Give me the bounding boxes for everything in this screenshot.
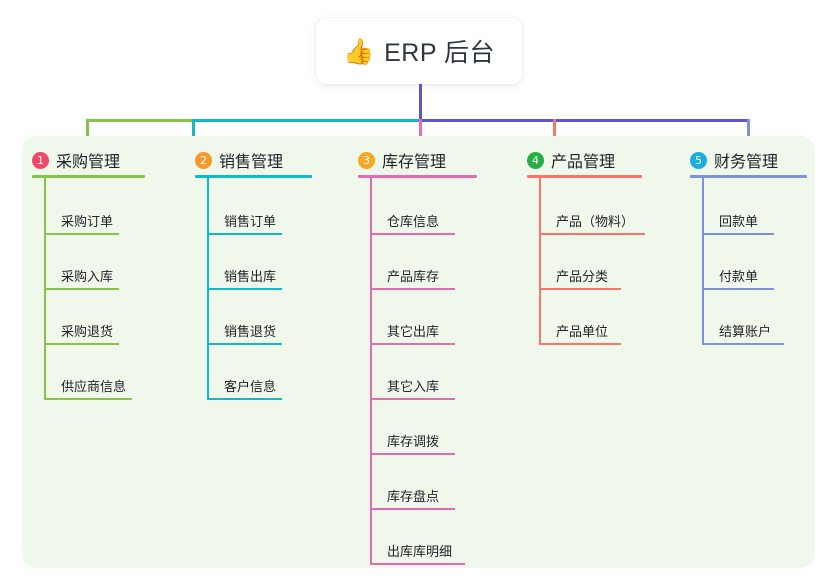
branch-number-badge: 3 xyxy=(358,151,375,169)
stub-finance xyxy=(747,119,750,147)
branch-spine xyxy=(370,178,372,565)
branch-item-label: 采购退货 xyxy=(61,324,114,339)
branch-item-label: 库存调拨 xyxy=(387,434,440,449)
branch-title: 产品管理 xyxy=(551,154,616,171)
branch-title: 财务管理 xyxy=(714,154,779,171)
branch-header-5[interactable]: 5 财务管理 xyxy=(690,148,778,172)
branch-item-label: 回款单 xyxy=(719,214,759,229)
branch-item[interactable]: 仓库信息 xyxy=(370,205,455,235)
branch-item-rule xyxy=(370,508,455,510)
branch-title: 库存管理 xyxy=(382,154,447,171)
branch-item-rule xyxy=(44,233,119,235)
branch-header-rule xyxy=(690,175,807,178)
branch-item-label: 产品单位 xyxy=(556,324,609,339)
bus-teal xyxy=(192,119,419,122)
branch-item-rule xyxy=(539,288,621,290)
branch-header-rule xyxy=(358,175,477,178)
branch-item[interactable]: 销售出库 xyxy=(207,260,282,290)
branch-item[interactable]: 结算账户 xyxy=(702,315,784,345)
branch-item-label: 客户信息 xyxy=(224,379,277,394)
branch-item-rule xyxy=(207,398,282,400)
branch-item[interactable]: 采购退货 xyxy=(44,315,119,345)
branch-item-rule xyxy=(370,398,455,400)
branch-header-rule xyxy=(527,175,642,178)
branch-item[interactable]: 采购入库 xyxy=(44,260,119,290)
branch-item[interactable]: 付款单 xyxy=(702,260,774,290)
branch-item-label: 结算账户 xyxy=(719,324,772,339)
branch-title: 销售管理 xyxy=(219,154,284,171)
stub-root xyxy=(419,84,422,119)
branch-item-rule xyxy=(702,343,784,345)
branch-item-label: 产品（物料） xyxy=(556,214,635,229)
stub-sales xyxy=(192,119,195,147)
branch-item[interactable]: 库存盘点 xyxy=(370,480,455,510)
branch-item-rule xyxy=(207,288,282,290)
branch-item-rule xyxy=(370,453,455,455)
branch-item-label: 付款单 xyxy=(719,269,759,284)
branch-item[interactable]: 回款单 xyxy=(702,205,774,235)
stub-product xyxy=(553,119,556,147)
branch-spine xyxy=(539,178,541,345)
branches-panel: 1 采购管理采购订单采购入库采购退货供应商信息 2 销售管理销售订单销售出库销售退货客… xyxy=(22,136,815,568)
branch-item-label: 产品库存 xyxy=(387,269,440,284)
branch-item-rule xyxy=(370,563,465,565)
branch-header-3[interactable]: 3 库存管理 xyxy=(358,148,446,172)
branch-item-label: 采购订单 xyxy=(61,214,114,229)
branch-item-label: 其它出库 xyxy=(387,324,440,339)
branch-number-badge: 4 xyxy=(527,151,544,169)
branch-item-label: 其它入库 xyxy=(387,379,440,394)
branch-item[interactable]: 销售退货 xyxy=(207,315,282,345)
branch-item[interactable]: 产品分类 xyxy=(539,260,621,290)
branch-item-rule xyxy=(207,233,282,235)
branch-item[interactable]: 库存调拨 xyxy=(370,425,455,455)
bus-green xyxy=(86,119,192,122)
branch-header-2[interactable]: 2 销售管理 xyxy=(195,148,283,172)
branch-item-rule xyxy=(702,288,774,290)
branch-header-4[interactable]: 4 产品管理 xyxy=(527,148,615,172)
thumbs-up-icon: 👍 xyxy=(342,36,375,66)
branch-number-badge: 2 xyxy=(195,151,212,169)
branch-item[interactable]: 产品单位 xyxy=(539,315,621,345)
branch-item[interactable]: 产品库存 xyxy=(370,260,455,290)
branch-item[interactable]: 其它出库 xyxy=(370,315,455,345)
branch-item-label: 采购入库 xyxy=(61,269,114,284)
branch-item[interactable]: 客户信息 xyxy=(207,370,282,400)
branch-item[interactable]: 采购订单 xyxy=(44,205,119,235)
branch-item-label: 销售退货 xyxy=(224,324,277,339)
root-node-title: ERP 后台 xyxy=(384,39,496,67)
branch-item-label: 销售订单 xyxy=(224,214,277,229)
branch-item-rule xyxy=(207,343,282,345)
branch-title: 采购管理 xyxy=(56,154,121,171)
branch-header-rule xyxy=(195,175,312,178)
branch-item-rule xyxy=(370,233,455,235)
branch-item-rule xyxy=(702,233,774,235)
branch-item-label: 销售出库 xyxy=(224,269,277,284)
branch-header-1[interactable]: 1 采购管理 xyxy=(32,148,120,172)
branch-item-rule xyxy=(44,398,132,400)
branch-item-rule xyxy=(539,233,645,235)
branch-spine xyxy=(702,178,704,345)
branch-number-badge: 5 xyxy=(690,151,707,169)
branch-item-rule xyxy=(44,343,119,345)
root-node-card[interactable]: 👍 ERP 后台 xyxy=(316,18,522,84)
branch-item[interactable]: 出库库明细 xyxy=(370,535,465,565)
branch-header-rule xyxy=(32,175,145,178)
branch-number-badge: 1 xyxy=(32,151,49,169)
branch-item[interactable]: 产品（物料） xyxy=(539,205,645,235)
branch-item-rule xyxy=(539,343,621,345)
branch-item-rule xyxy=(370,343,455,345)
branch-item[interactable]: 其它入库 xyxy=(370,370,455,400)
branch-item-label: 仓库信息 xyxy=(387,214,440,229)
branch-item[interactable]: 销售订单 xyxy=(207,205,282,235)
bus-purple xyxy=(419,119,747,122)
branch-item-rule xyxy=(370,288,455,290)
branch-item-label: 出库库明细 xyxy=(387,544,453,559)
branch-item-label: 产品分类 xyxy=(556,269,609,284)
stub-purchase xyxy=(86,119,89,147)
branch-item-label: 库存盘点 xyxy=(387,489,440,504)
branch-item[interactable]: 供应商信息 xyxy=(44,370,132,400)
branch-item-rule xyxy=(44,288,119,290)
branch-item-label: 供应商信息 xyxy=(61,379,127,394)
stub-stock xyxy=(419,119,422,147)
